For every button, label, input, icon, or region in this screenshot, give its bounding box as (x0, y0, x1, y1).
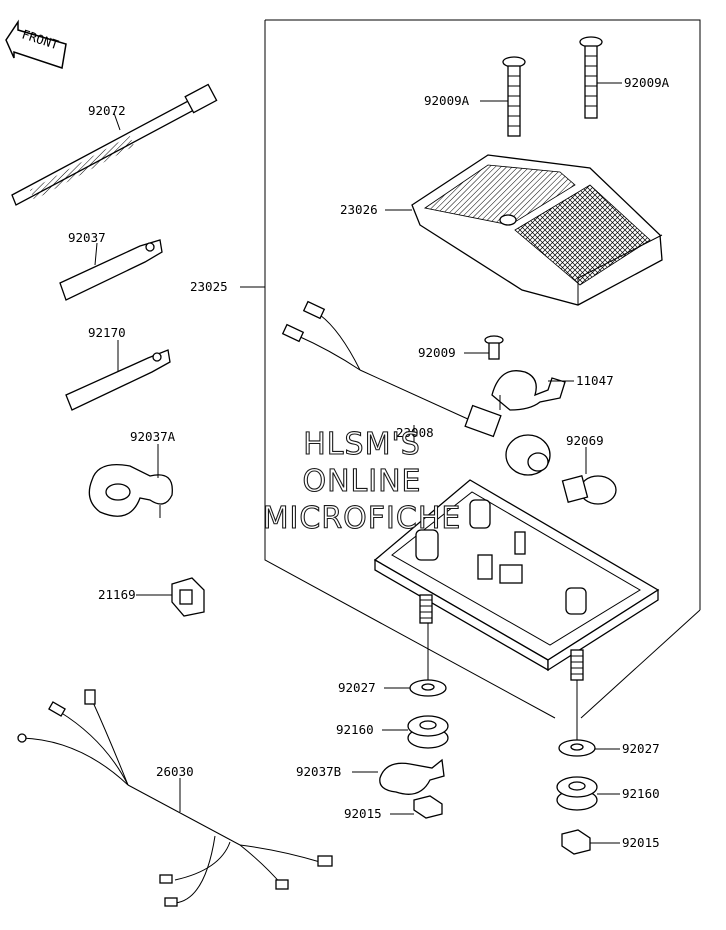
nut-21169 (171, 577, 205, 617)
grommet-92027-left (409, 679, 447, 697)
label-92037B: 92037B (296, 764, 341, 779)
label-92009: 92009 (418, 345, 456, 360)
lamp-base-housing (373, 479, 660, 681)
nut-92015-left (413, 795, 443, 819)
label-92170: 92170 (88, 325, 126, 340)
label-23026: 23026 (340, 202, 378, 217)
socket-harness-23008 (281, 300, 551, 476)
wire-harness-26030 (17, 689, 333, 907)
label-23008: 23008 (396, 425, 434, 440)
clip-92037A (88, 463, 173, 518)
screw-92009 (484, 335, 504, 360)
grommet-92160-left (407, 715, 449, 749)
assembly-frame (264, 19, 701, 719)
grommet-92160-right (556, 776, 598, 811)
screw-92009A-left (502, 56, 526, 137)
label-92009A-right: 92009A (624, 75, 670, 90)
label-92037: 92037 (68, 230, 106, 245)
label-92072: 92072 (88, 103, 126, 118)
label-92027-left: 92027 (338, 680, 376, 695)
label-92160-left: 92160 (336, 722, 374, 737)
label-26030: 26030 (156, 764, 194, 779)
clamp-strap-92037 (59, 239, 163, 301)
label-92027-right: 92027 (622, 741, 660, 756)
watermark-line-1: HLSM'S (303, 427, 421, 462)
label-92069: 92069 (566, 433, 604, 448)
label-92160-right: 92160 (622, 786, 660, 801)
watermark-line-3: MICROFICHE (263, 501, 462, 536)
screw-92009A-right (579, 36, 603, 119)
label-92015-right: 92015 (622, 835, 660, 850)
watermark: HLSM'S ONLINE MICROFICHE (262, 426, 462, 536)
label-23025: 23025 (190, 279, 228, 294)
grommet-92027-right (558, 739, 596, 757)
label-11047: 11047 (576, 373, 614, 388)
label-21169: 21169 (98, 587, 136, 602)
label-92015-left: 92015 (344, 806, 382, 821)
watermark-line-2: ONLINE (302, 464, 421, 499)
cable-tie-part (11, 83, 218, 206)
bulb-92069 (561, 474, 617, 505)
label-92009A-left: 92009A (424, 93, 470, 108)
clip-92037B (379, 758, 445, 795)
nut-92015-right (561, 829, 591, 855)
label-92037A: 92037A (130, 429, 176, 444)
front-arrow-icon: FRONT (5, 19, 67, 69)
bracket-11047 (491, 370, 566, 411)
lens-cover-23026 (411, 154, 663, 306)
clamp-strap-92170 (65, 349, 171, 411)
